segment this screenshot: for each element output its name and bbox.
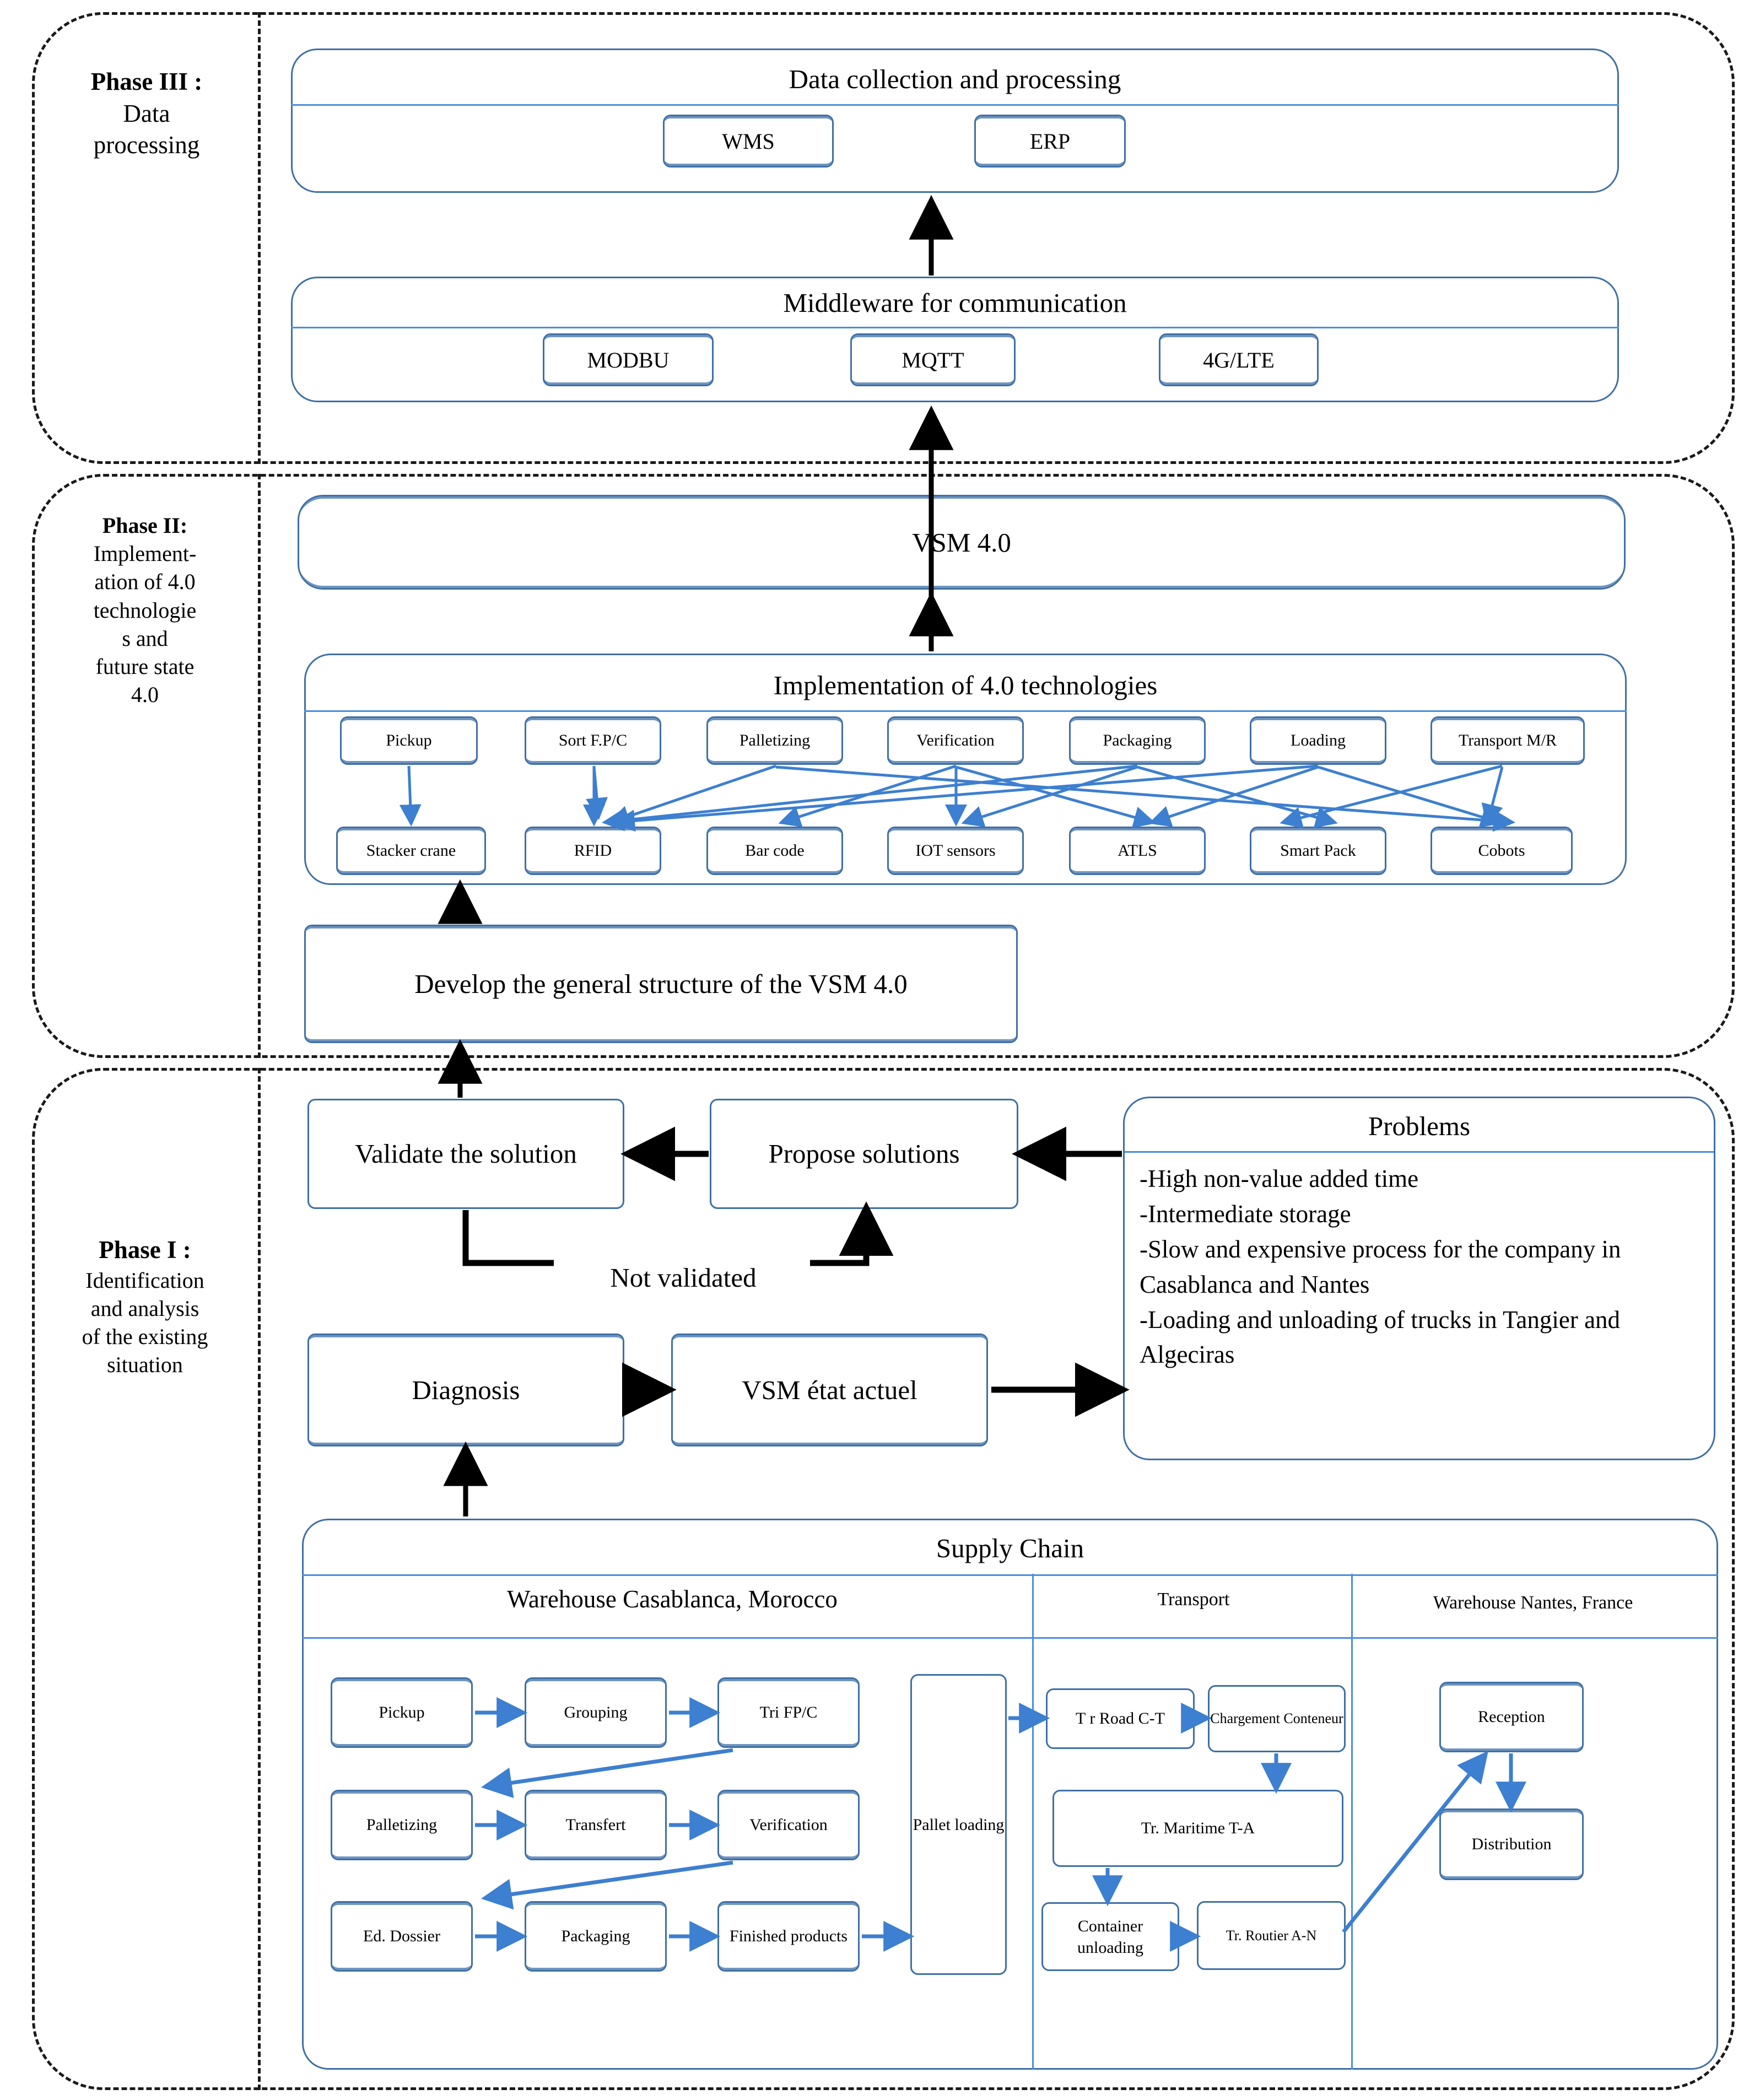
process-loading[interactable]: Loading — [1250, 716, 1386, 765]
phase-2-region — [32, 474, 1735, 1058]
sc-verification[interactable]: Verification — [717, 1790, 860, 1860]
sc-finished-products[interactable]: Finished products — [717, 1901, 860, 1972]
problem-item: -Slow and expensive process for the comp… — [1140, 1235, 1621, 1298]
data-collection-hairline — [291, 104, 1619, 106]
phase-3-label: Phase III : Data processing — [39, 66, 255, 161]
validate-solution-box[interactable]: Validate the solution — [307, 1099, 624, 1209]
diagnosis-box[interactable]: Diagnosis — [307, 1334, 624, 1446]
sc-transfert[interactable]: Transfert — [525, 1790, 667, 1860]
mqtt-box[interactable]: MQTT — [850, 333, 1016, 386]
phase-2-title: Phase II: — [102, 513, 188, 538]
supply-chain-divider-2 — [1351, 1574, 1353, 2070]
tech-bar-code[interactable]: Bar code — [706, 827, 843, 875]
sc-palletizing[interactable]: Palletizing — [331, 1790, 473, 1860]
supply-chain-divider-1 — [1032, 1574, 1034, 2070]
process-pickup[interactable]: Pickup — [340, 716, 478, 765]
phase-2-subtitle: Implement- ation of 4.0 technologie s an… — [93, 541, 197, 708]
process-sort-fpc[interactable]: Sort F.P/C — [525, 716, 661, 765]
modbu-box[interactable]: MODBU — [543, 333, 714, 386]
supply-chain-hairline-top — [302, 1574, 1718, 1576]
phase-3-title: Phase III : — [90, 68, 203, 95]
erp-box[interactable]: ERP — [974, 115, 1126, 168]
supply-chain-col-transport: Transport — [1157, 1589, 1230, 1610]
tech-implementation-title: Implementation of 4.0 technologies — [773, 670, 1158, 700]
4g-lte-box[interactable]: 4G/LTE — [1159, 333, 1319, 386]
phase-1-label: Phase I : Identification and analysis of… — [35, 1234, 255, 1379]
wms-box[interactable]: WMS — [663, 115, 834, 168]
tech-iot-sensors[interactable]: IOT sensors — [887, 827, 1024, 875]
problem-item: -Loading and unloading of trucks in Tang… — [1140, 1305, 1621, 1369]
data-collection-panel: Data collection and processing — [291, 48, 1619, 193]
sc-container-unloading[interactable]: Container unloading — [1041, 1902, 1179, 1971]
phase-3-region — [32, 12, 1735, 464]
sc-grouping[interactable]: Grouping — [525, 1677, 667, 1748]
phase-1-region — [32, 1068, 1735, 2090]
not-validated-label: Not validated — [610, 1262, 757, 1293]
tech-rfid[interactable]: RFID — [525, 827, 661, 875]
supply-chain-title: Supply Chain — [936, 1533, 1084, 1563]
process-palletizing[interactable]: Palletizing — [706, 716, 843, 765]
problems-title: Problems — [1368, 1111, 1471, 1141]
data-collection-title: Data collection and processing — [789, 64, 1121, 94]
problem-item: -Intermediate storage — [1140, 1200, 1351, 1228]
tech-implementation-hairline — [304, 710, 1627, 712]
problems-list: -High non-value added time -Intermediate… — [1140, 1162, 1707, 1373]
phase-1-title: Phase I : — [99, 1236, 191, 1264]
sc-pickup[interactable]: Pickup — [331, 1677, 473, 1748]
phase-3-subtitle: Data processing — [93, 99, 200, 159]
sc-distribution[interactable]: Distribution — [1439, 1809, 1584, 1880]
phase-1-label-divider — [258, 1068, 261, 2090]
vsm-current-state-box[interactable]: VSM état actuel — [671, 1334, 988, 1446]
sc-chargement-conteneur[interactable]: Chargement Conteneur — [1208, 1685, 1346, 1752]
process-transport-mr[interactable]: Transport M/R — [1430, 716, 1585, 765]
problems-panel: Problems — [1123, 1097, 1715, 1460]
sc-tr-road-ct[interactable]: T r Road C-T — [1046, 1688, 1195, 1749]
phase-3-label-divider — [258, 12, 261, 464]
phase-1-subtitle: Identification and analysis of the exist… — [82, 1267, 208, 1378]
problem-item: -High non-value added time — [1140, 1165, 1419, 1192]
problems-hairline — [1125, 1151, 1714, 1153]
tech-smart-pack[interactable]: Smart Pack — [1250, 827, 1386, 875]
phase-2-label-divider — [258, 474, 261, 1058]
supply-chain-hairline-bottom — [302, 1637, 1718, 1639]
develop-structure-box[interactable]: Develop the general structure of the VSM… — [304, 925, 1018, 1043]
sc-reception[interactable]: Reception — [1439, 1682, 1584, 1752]
propose-solutions-box[interactable]: Propose solutions — [710, 1099, 1018, 1209]
middleware-title: Middleware for communication — [783, 288, 1127, 318]
sc-tr-routier-an[interactable]: Tr. Routier A-N — [1197, 1901, 1346, 1970]
middleware-hairline — [291, 327, 1619, 328]
tech-cobots[interactable]: Cobots — [1430, 827, 1573, 875]
tech-atls[interactable]: ATLS — [1069, 827, 1206, 875]
supply-chain-col-nantes: Warehouse Nantes, France — [1433, 1592, 1633, 1613]
process-verification[interactable]: Verification — [887, 716, 1024, 765]
sc-tr-maritime-ta[interactable]: Tr. Maritime T-A — [1052, 1790, 1343, 1867]
sc-tri-fpc[interactable]: Tri FP/C — [717, 1677, 860, 1748]
phase-2-label: Phase II: Implement- ation of 4.0 techno… — [35, 511, 255, 709]
vsm-40-box[interactable]: VSM 4.0 — [298, 495, 1626, 590]
process-packaging[interactable]: Packaging — [1069, 716, 1206, 765]
supply-chain-col-casablanca: Warehouse Casablanca, Morocco — [507, 1585, 838, 1613]
sc-packaging[interactable]: Packaging — [525, 1901, 667, 1972]
sc-pallet-loading[interactable]: Pallet loading — [910, 1674, 1007, 1975]
tech-stacker-crane[interactable]: Stacker crane — [336, 827, 486, 875]
sc-ed-dossier[interactable]: Ed. Dossier — [331, 1901, 473, 1972]
